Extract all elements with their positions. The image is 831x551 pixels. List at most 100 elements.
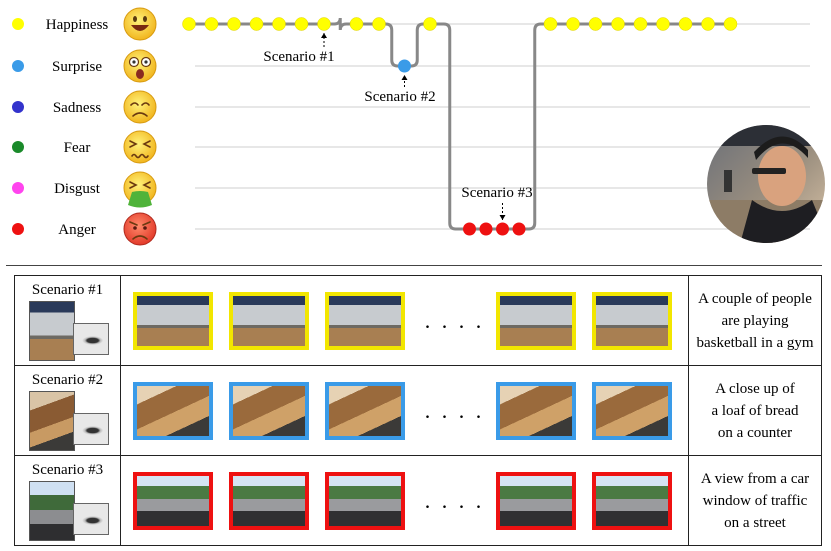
timeline-node — [317, 17, 331, 31]
eye-thumbnail — [72, 413, 109, 445]
callout-label: Scenario #2 — [364, 89, 435, 105]
scenario-row: Scenario #2 . . . . A close up of a loaf of… — [14, 365, 822, 456]
timeline-node — [611, 17, 625, 31]
legend-swatch — [12, 223, 24, 235]
video-frame — [229, 471, 309, 530]
timeline-node — [398, 59, 411, 73]
fearful-face-icon — [123, 130, 157, 164]
video-frame — [325, 291, 405, 350]
scene-thumbnail — [28, 301, 75, 361]
legend-swatch — [12, 141, 24, 153]
eye-thumbnail — [72, 323, 109, 355]
legend-swatch — [12, 60, 24, 72]
timeline-node — [512, 222, 526, 236]
scenario-caption: A couple of people are playing basketball … — [688, 275, 822, 366]
video-frame — [592, 471, 672, 530]
legend-swatch — [12, 101, 24, 113]
video-frame — [496, 381, 576, 440]
scenario-thumbnail — [15, 301, 120, 361]
scenario-thumbnail — [15, 391, 120, 451]
timeline-node — [701, 17, 715, 31]
video-frame — [496, 291, 576, 350]
scene-thumbnail — [28, 481, 75, 541]
legend-label: Disgust — [54, 181, 101, 197]
video-frame — [229, 381, 309, 440]
scenario-name: Scenario #1 — [31, 282, 104, 298]
timeline-node — [204, 17, 219, 31]
legend-label: Surprise — [52, 59, 102, 75]
scenario-label-cell: Scenario #3 — [14, 455, 121, 546]
scenario-row: Scenario #1 . . . . A couple of people are … — [14, 275, 822, 366]
timeline-node — [227, 17, 241, 31]
legend-swatch — [12, 182, 24, 194]
video-frame — [325, 381, 405, 440]
video-frame — [325, 471, 405, 530]
person-photo — [707, 125, 825, 243]
arrowhead — [499, 215, 506, 220]
legend-row-happiness: Happiness — [12, 7, 157, 41]
legend-label: Anger — [58, 222, 96, 238]
video-frame — [133, 381, 213, 440]
caption-line: A close up of — [715, 380, 795, 397]
timeline-node — [678, 17, 693, 31]
timeline-node — [294, 17, 309, 31]
astonished-face-icon — [123, 49, 157, 83]
video-frame — [133, 471, 213, 530]
frame-strip: . . . . — [121, 471, 688, 530]
sad-face-icon — [123, 90, 157, 124]
timeline-node — [588, 17, 603, 31]
timeline-node — [182, 17, 196, 31]
emotion-timeline: HappinessSurpriseSadnessFearDisgustAnger… — [12, 7, 825, 246]
timeline-node — [496, 222, 509, 236]
ellipsis: . . . . — [424, 307, 485, 333]
caption-line: a loaf of bread — [711, 402, 799, 419]
scenario-row: Scenario #3 . . . . A view from a car windo… — [14, 455, 822, 546]
timeline-node — [463, 222, 476, 236]
callout-label: Scenario #1 — [263, 49, 334, 65]
scenario-label-cell: Scenario #2 — [14, 365, 121, 456]
timeline-node — [349, 17, 364, 31]
legend-swatch — [12, 18, 24, 30]
caption-line: window of traffic — [702, 492, 808, 509]
timeline-node — [723, 17, 738, 31]
legend-row-sadness: Sadness — [12, 90, 157, 124]
timeline-node — [656, 17, 670, 31]
timeline-node — [566, 17, 580, 31]
video-frame — [133, 291, 213, 350]
timeline-node — [479, 222, 493, 236]
ellipsis: . . . . — [424, 397, 485, 423]
caption-line: A view from a car — [700, 470, 810, 487]
video-frame — [229, 291, 309, 350]
timeline-node — [543, 17, 558, 31]
scenario-callout-2: Scenario #2 — [364, 75, 436, 105]
caption-line: basketball in a gym — [696, 334, 814, 351]
scenario-caption: A close up of a loaf of bread on a counter — [688, 365, 822, 456]
ellipsis: . . . . — [424, 487, 485, 513]
callout-label: Scenario #3 — [461, 185, 532, 201]
scenario-callout-3: Scenario #3 — [461, 185, 533, 220]
arrowhead — [321, 33, 327, 38]
section-divider — [6, 265, 822, 266]
timeline-node — [272, 17, 286, 31]
legend-label: Happiness — [46, 17, 109, 33]
caption-line: are playing — [721, 312, 789, 329]
legend-label: Fear — [64, 140, 91, 156]
caption-line: on a street — [724, 514, 786, 531]
legend-row-anger: Anger — [12, 212, 157, 246]
timeline-node — [423, 17, 437, 31]
eye-thumbnail — [72, 503, 109, 535]
timeline-node — [249, 17, 264, 31]
timeline-node — [372, 17, 386, 31]
scenario-thumbnail — [15, 481, 120, 541]
scenario-caption: A view from a car window of traffic on a s… — [688, 455, 822, 546]
arrowhead — [401, 75, 408, 80]
legend-row-surprise: Surprise — [12, 49, 157, 83]
frame-strip-cell: . . . . — [120, 275, 689, 366]
frame-strip-cell: . . . . — [120, 365, 689, 456]
vomiting-face-icon — [123, 171, 157, 208]
caption-line: on a counter — [717, 424, 793, 441]
video-frame — [592, 381, 672, 440]
caption-line: A couple of people — [698, 290, 812, 307]
video-frame — [496, 471, 576, 530]
video-frame — [592, 291, 672, 350]
